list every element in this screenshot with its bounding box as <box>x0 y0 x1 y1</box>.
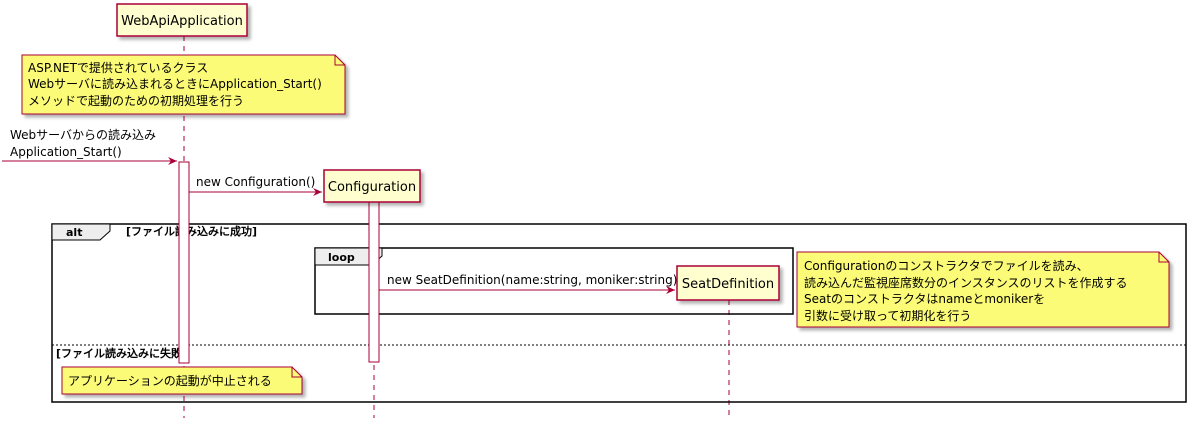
note-abort: アプリケーションの起動が中止される <box>61 366 303 395</box>
participant-webapi-label: WebApiApplication <box>121 14 243 29</box>
message-new-seat: new SeatDefinition(name:string, moniker:… <box>379 273 677 294</box>
note-webapi-line-1: ASP.NETで提供されているクラス <box>28 60 208 75</box>
activation-configuration <box>368 199 380 363</box>
loop-keyword: loop <box>328 251 355 264</box>
participant-configuration: Configuration <box>323 169 421 203</box>
participant-seat-label: SeatDefinition <box>682 277 774 292</box>
note-configuration-line-4: 引数に受け取って初期化を行う <box>804 308 971 323</box>
message-incoming-line-2: Application_Start() <box>10 145 122 159</box>
message-new-configuration-label: new Configuration() <box>196 175 315 189</box>
note-abort-text: アプリケーションの起動が中止される <box>68 373 272 388</box>
participant-seat: SeatDefinition <box>676 265 780 301</box>
participant-webapi: WebApiApplication <box>116 3 248 37</box>
note-configuration-line-3: Seatのコンストラクタはnameとmonikerを <box>804 292 1045 306</box>
message-incoming: Webサーバからの読み込み Application_Start() <box>2 127 177 165</box>
note-configuration: Configurationのコンストラクタでファイルを読み、 読み込んだ監視座席… <box>796 251 1170 328</box>
note-webapi-line-2: Webサーバに読み込まれるときにApplication_Start() <box>28 76 322 91</box>
note-webapi: ASP.NETで提供されているクラス Webサーバに読み込まれるときにAppli… <box>21 54 346 115</box>
alt-guard: [ファイル読み込みに成功] <box>126 224 257 238</box>
note-webapi-line-3: メソッドで起動のための初期処理を行う <box>28 94 244 108</box>
else-guard: [ファイル読み込みに失敗] <box>56 346 187 360</box>
participant-configuration-label: Configuration <box>328 180 416 195</box>
alt-keyword: alt <box>66 226 82 239</box>
alt-fragment: alt [ファイル読み込みに成功] [ファイル読み込みに失敗] <box>51 223 1187 403</box>
message-new-seat-label: new SeatDefinition(name:string, moniker:… <box>387 273 677 287</box>
note-configuration-line-1: Configurationのコンストラクタでファイルを読み、 <box>804 258 1089 273</box>
note-configuration-line-2: 読み込んだ監視座席数分のインスタンスのリストを作成する <box>804 275 1128 290</box>
message-new-configuration: new Configuration() <box>189 175 322 196</box>
activation-webapi <box>178 161 190 364</box>
message-incoming-line-1: Webサーバからの読み込み <box>10 127 156 142</box>
